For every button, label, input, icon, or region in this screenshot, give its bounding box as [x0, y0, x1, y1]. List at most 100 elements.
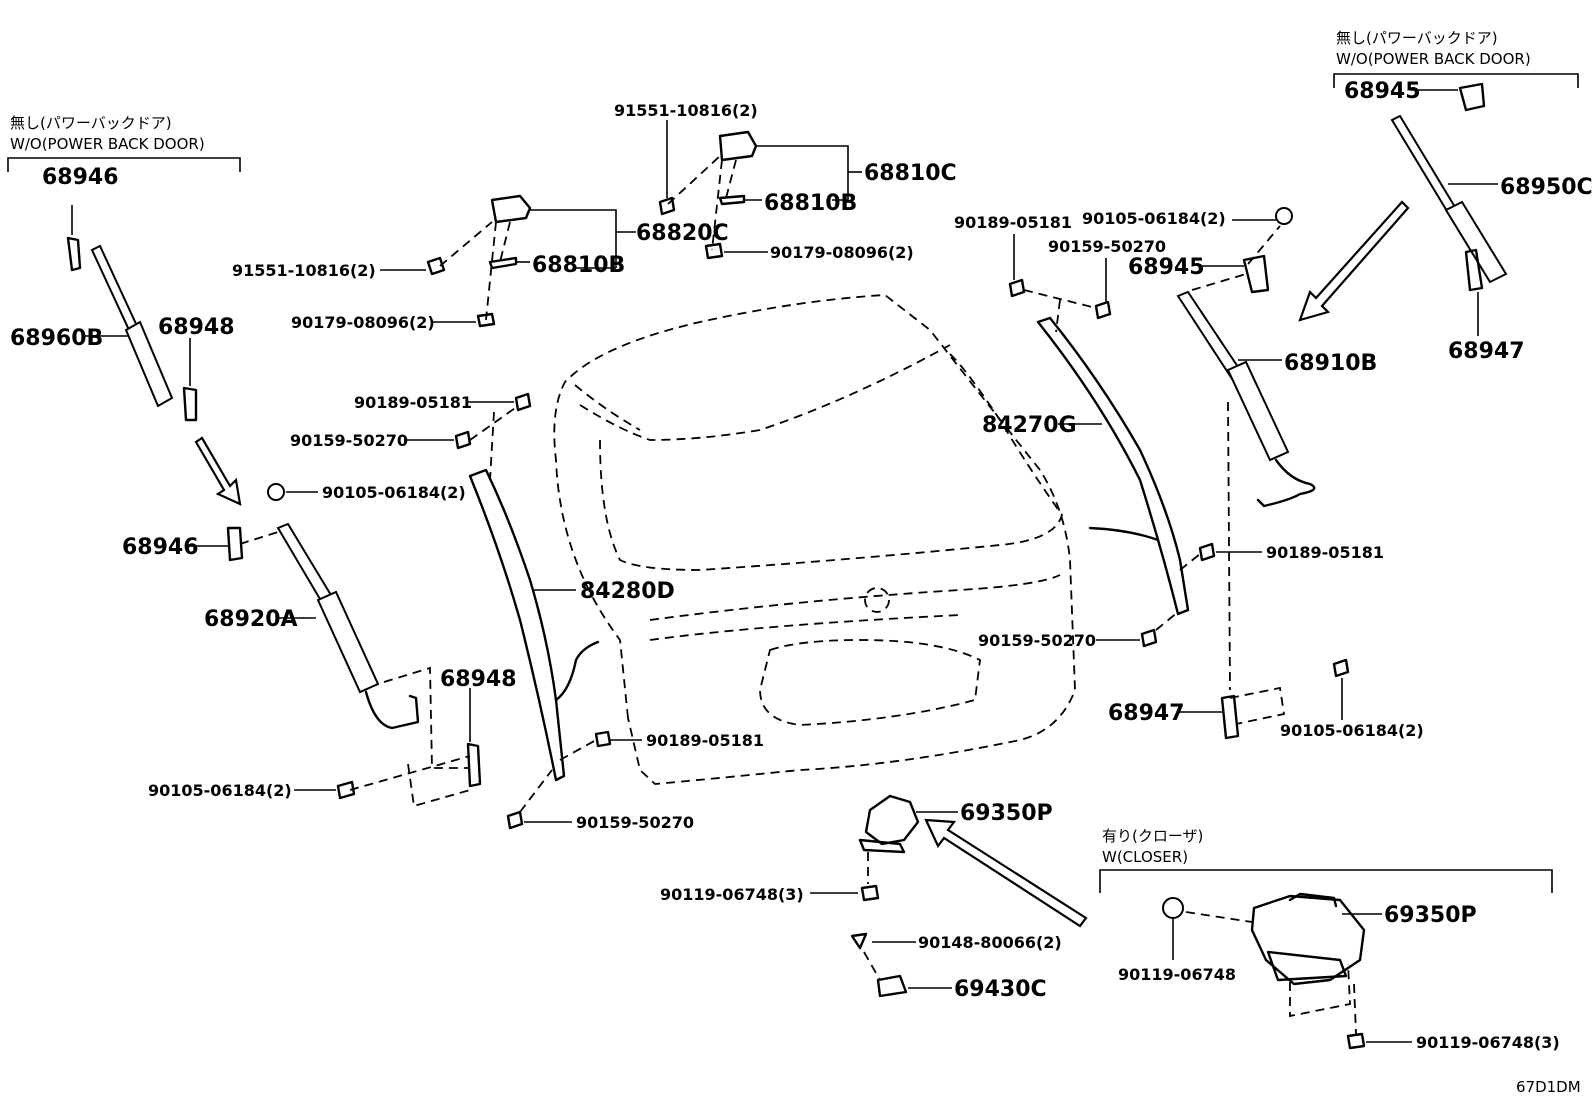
clip-90159-b [506, 810, 524, 830]
dash-hinge-right-a [711, 159, 723, 251]
label-90159-c: 90159-50270 [1048, 237, 1166, 256]
garnish-wire-84280D [554, 640, 600, 702]
bolt-90105-c [1275, 207, 1293, 225]
label-69350P-b: 69350P [1384, 903, 1477, 928]
rear-window [599, 349, 1063, 571]
label-90105-d: 90105-06184(2) [1280, 721, 1424, 740]
part-labels: 68946 68960B 68948 91551-10816(2) 90179-… [10, 79, 1592, 1096]
right-option-header: 無し(パワーバックドア) W/O(POWER BACK DOOR) [1333, 29, 1579, 88]
bolt-91551-top [658, 196, 676, 216]
bolt-91551-left [426, 256, 446, 276]
dash-90119-b [1185, 911, 1253, 923]
strut-68910B [1176, 200, 1410, 740]
dash-hinge-right-b [725, 159, 737, 199]
dash-hinge-left-b [499, 221, 511, 263]
hinge-body-68810C [718, 130, 758, 162]
label-90159-b: 90159-50270 [576, 813, 694, 832]
label-68946-top: 68946 [42, 165, 119, 190]
dash-68947-box [1229, 686, 1286, 725]
hinge-body-68820C [490, 194, 532, 224]
emblem-mount [864, 587, 890, 613]
closer-header-en: W(CLOSER) [1102, 848, 1188, 866]
closer-body [1250, 894, 1366, 986]
label-68946-mid: 68946 [122, 535, 199, 560]
plate-68810B-right [718, 194, 746, 206]
clip-90159-d [1140, 628, 1158, 648]
strut-68950C [1390, 82, 1508, 336]
bolt-90119-c [1346, 1032, 1366, 1050]
label-90119-a: 90119-06748(3) [660, 885, 804, 904]
bracket-68947-mid [1220, 694, 1240, 740]
direction-arrow-right [1298, 200, 1410, 322]
dash-68945-to-strut [1191, 273, 1247, 291]
nut-90179-right [704, 242, 724, 260]
strut-cylinder-68960B [124, 320, 174, 408]
label-68810C: 68810C [864, 161, 957, 186]
left-header-jp: 無し(パワーバックドア) [10, 114, 172, 132]
clip-90189-d [1198, 542, 1216, 562]
label-68960B: 68960B [10, 326, 103, 351]
left-option-bracket [7, 157, 241, 172]
lock-69350P [810, 794, 1088, 998]
strut-68960B [66, 205, 242, 506]
label-90179-right: 90179-08096(2) [770, 243, 914, 262]
clip-90189-b [594, 730, 612, 748]
label-90189-a: 90189-05181 [354, 393, 472, 412]
closer-top-cover [1288, 892, 1338, 908]
door-crease-lower [649, 614, 961, 641]
dash-clip-b [559, 739, 597, 761]
label-90159-d: 90159-50270 [978, 631, 1096, 650]
door-crease-upper [649, 574, 1061, 621]
garnish-84280D [404, 392, 642, 830]
strut-cable-68920A [364, 690, 420, 730]
dash-clip-c [1023, 289, 1097, 309]
plate-68810B-left [488, 256, 518, 270]
dash-clip-b-down [519, 769, 553, 813]
label-68948-top: 68948 [158, 315, 235, 340]
closer-option-header: 有り(クローザ) W(CLOSER) [1099, 827, 1553, 893]
closer-option-bracket [1099, 869, 1553, 893]
label-90189-c: 90189-05181 [954, 213, 1072, 232]
strut-cylinder-68920A [316, 590, 380, 694]
label-90148: 90148-80066(2) [918, 933, 1062, 952]
strut-cylinder-68950C [1444, 200, 1508, 284]
label-68947-mid: 68947 [1108, 701, 1185, 726]
dash-clip-a-down [489, 411, 495, 481]
clip-90189-c [1008, 278, 1026, 298]
nut-90179-left [476, 312, 496, 328]
label-90105-a: 90105-06184(2) [322, 483, 466, 502]
label-69430C: 69430C [954, 977, 1047, 1002]
bolt-90105-a [267, 483, 285, 501]
hinge-68820C [380, 194, 636, 328]
right-header-jp: 無し(パワーバックドア) [1336, 29, 1498, 47]
label-90159-a: 90159-50270 [290, 431, 408, 450]
dash-90105-b-box [407, 763, 471, 808]
label-68920A: 68920A [204, 607, 298, 632]
label-84280D: 84280D [580, 579, 675, 604]
label-91551-top: 91551-10816(2) [614, 101, 758, 120]
closer-base [1266, 950, 1348, 982]
screw-90119-b [1162, 897, 1184, 919]
right-option-bracket [1333, 73, 1579, 88]
label-90119-c: 90119-06748(3) [1416, 1033, 1560, 1052]
bracket-68948-top [182, 386, 198, 422]
bracket-68946-mid [226, 526, 244, 562]
dash-hinge-left-c [439, 221, 493, 267]
dash-68946-to-strut [239, 531, 279, 545]
leader-68820C-bracket [530, 209, 617, 268]
lock-body-69350P [864, 794, 920, 846]
garnish-body-84280D [468, 468, 566, 782]
dash-68948-box [383, 666, 470, 769]
label-68945-top: 68945 [1344, 79, 1421, 104]
label-69350P-a: 69350P [960, 801, 1053, 826]
closer-header-jp: 有り(クローザ) [1102, 827, 1203, 845]
figure-code: 67D1DM [1516, 1078, 1581, 1096]
label-68810B-right: 68810B [764, 191, 857, 216]
strut-68920A [186, 483, 482, 808]
label-68820C: 68820C [636, 221, 729, 246]
lock-plate-69350P [858, 838, 906, 854]
garnish-wire-84270G [1088, 526, 1160, 542]
label-90119-b: 90119-06748 [1118, 965, 1236, 984]
label-90105-c: 90105-06184(2) [1082, 209, 1226, 228]
